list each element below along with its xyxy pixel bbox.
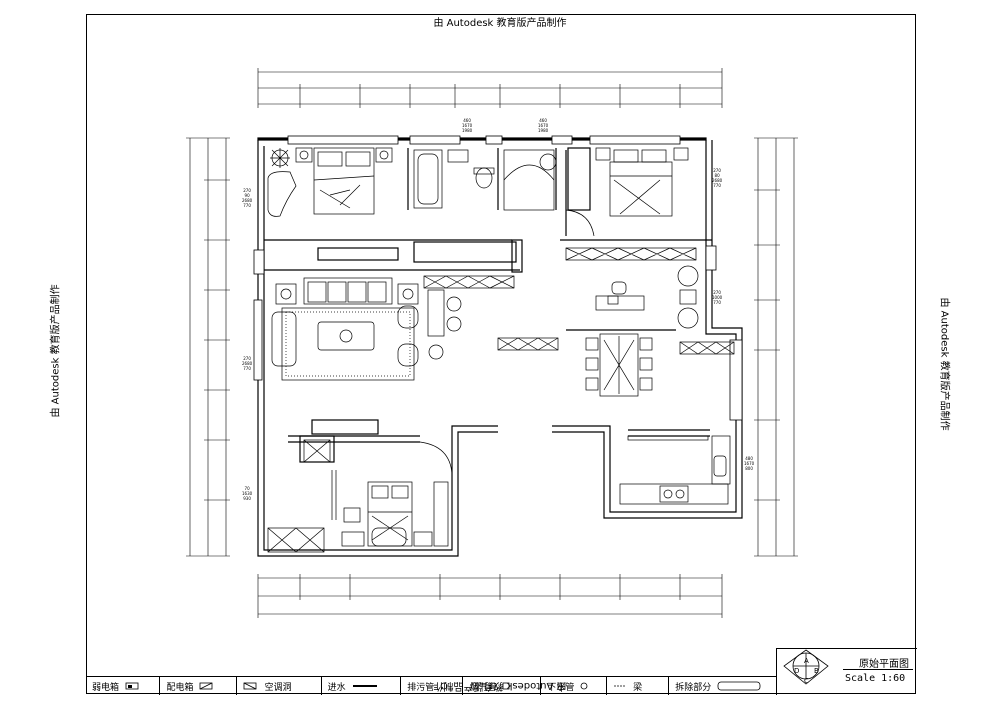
scale-label: Scale 1:60 [845,673,906,684]
legend-item-water-in: 进水 [322,677,402,695]
legend-label: 排污管 [407,682,435,693]
weak-box-icon [125,682,139,690]
living-room [271,277,462,381]
ac-hole-icon [243,682,257,690]
compass-badge [783,649,829,685]
dimension-lines-right [754,137,798,557]
dining-area [585,265,699,397]
dimension-note: 270 90 2680 770 [242,188,253,208]
legend-item-flue: 烟气管 [463,677,542,695]
legend-item-distribution-box: 配电箱 [160,677,237,695]
dimension-note: 270 2680 770 [242,356,253,371]
dimension-note: 270 1000 770 [712,290,723,305]
demolition-icon [717,681,761,691]
dimension-note: 270 80 2680 770 [712,168,723,188]
legend-label: 弱电箱 [92,682,120,693]
dimension-lines-bottom [257,574,723,618]
dimension-note: 460 1670 1980 [462,118,473,133]
windows [253,135,743,421]
legend-item-drain: 下水管 [541,677,608,695]
water-in-line-icon [352,685,377,687]
legend-label: 下水管 [547,682,575,693]
legend-label: 梁 [633,682,643,693]
legend-item-demolition: 拆除部分 [669,677,776,695]
bedroom-top-right [565,147,689,237]
legend-item-ac-hole: 空调洞 [237,677,322,695]
legend-label: 拆除部分 [675,682,712,693]
distribution-box-icon [200,682,213,690]
dimension-note: 460 1670 1980 [538,118,549,133]
wardrobes [267,247,735,553]
walls [257,137,743,557]
watermark-top: 由 Autodesk 教育版产品制作 [433,18,567,29]
legend-bar: 弱电箱 配电箱 空调洞 进水 排污管 烟气管 下水管 梁 拆除部分 [86,676,776,695]
title-block: A B C D 原始平面图 Scale 1:60 [776,648,917,695]
beam-icon [614,685,627,687]
kitchen [619,435,731,505]
drawing-frame [86,14,916,694]
drain-pipe-icon [581,682,588,690]
bedroom-top-left [267,147,393,217]
compass-letters: A B C D [794,657,819,685]
bathroom [413,149,557,211]
bedroom-bottom [331,441,453,547]
title-underline [843,669,913,670]
dimension-note: 70 1630 930 [242,486,253,501]
dimension-note: 480 1670 800 [744,456,755,471]
drawing-title: 原始平面图 [859,659,909,670]
legend-label: 配电箱 [166,682,194,693]
legend-item-weak-box: 弱电箱 [86,677,161,695]
legend-label: 进水 [327,682,346,693]
flue-pipe-icon [503,682,510,690]
legend-item-sewage: 排污管 [401,677,464,695]
legend-label: 空调洞 [264,682,292,693]
legend-label: 烟气管 [469,682,497,693]
legend-item-beam: 梁 [607,677,670,695]
dimension-lines-top [257,68,723,108]
dimension-lines-left [186,137,230,557]
sewage-pipe-icon [440,682,448,690]
